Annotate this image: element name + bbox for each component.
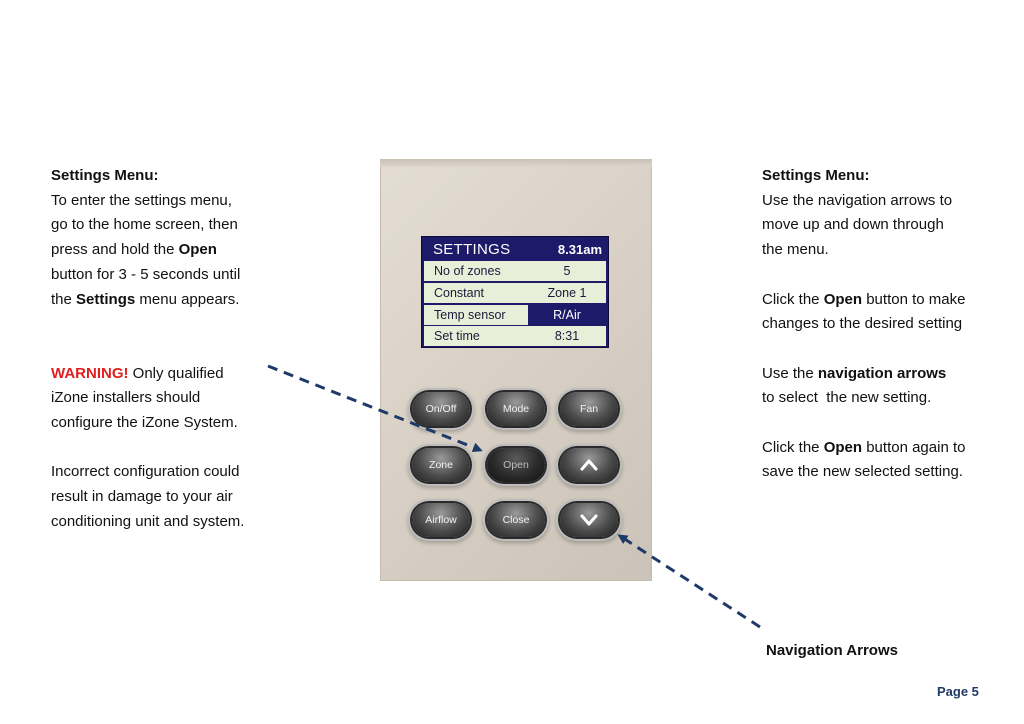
zone-button[interactable]: Zone xyxy=(412,448,470,482)
left-heading: Settings Menu: xyxy=(51,167,159,184)
lcd-menu-item[interactable]: Constant Zone 1 xyxy=(424,283,606,303)
panel-edge xyxy=(380,159,652,167)
lcd-menu-item[interactable]: No of zones 5 xyxy=(424,261,606,281)
fan-button[interactable]: Fan xyxy=(560,392,618,426)
mode-button[interactable]: Mode xyxy=(487,392,545,426)
warning-label: WARNING! xyxy=(51,364,129,382)
down-arrow-button[interactable] xyxy=(560,503,618,537)
lcd-screen: SETTINGS 8.31am No of zones 5 Constant Z… xyxy=(421,236,609,348)
lcd-time: 8.31am xyxy=(557,242,602,257)
lcd-title: SETTINGS xyxy=(433,241,511,258)
incorrect-config-paragraph: Incorrect configuration could result in … xyxy=(51,463,245,530)
page-number: Page 5 xyxy=(937,684,979,699)
up-arrow-button[interactable] xyxy=(560,448,618,482)
left-instructions: Settings Menu: To enter the settings men… xyxy=(51,164,291,535)
navigation-arrows-label: Navigation Arrows xyxy=(766,642,898,659)
open-callout-arrow xyxy=(267,364,483,453)
lcd-menu-item[interactable]: Set time 8:31 xyxy=(424,326,606,346)
onoff-button[interactable]: On/Off xyxy=(412,392,470,426)
left-intro-paragraph: To enter the settings menu, go to the ho… xyxy=(51,191,241,308)
lcd-menu-item-selected[interactable]: Temp sensor R/Air xyxy=(424,305,606,325)
use-arrows-paragraph: Use the navigation arrows to select the … xyxy=(762,364,947,407)
click-open-again-paragraph: Click the Open button again to save the … xyxy=(762,438,966,481)
nav-paragraph: Use the navigation arrows to move up and… xyxy=(762,191,953,259)
nav-callout-arrow xyxy=(617,534,761,629)
lcd-header: SETTINGS 8.31am xyxy=(422,237,608,259)
click-open-paragraph: Click the Open button to make changes to… xyxy=(762,290,966,333)
chevron-up-icon xyxy=(580,459,598,471)
airflow-button[interactable]: Airflow xyxy=(412,503,470,537)
open-button[interactable]: Open xyxy=(487,448,545,482)
controller-panel: SETTINGS 8.31am No of zones 5 Constant Z… xyxy=(380,159,652,581)
close-button[interactable]: Close xyxy=(487,503,545,537)
right-instructions: Settings Menu: Use the navigation arrows… xyxy=(762,164,1002,485)
warning-paragraph: WARNING! Only qualified iZone installers… xyxy=(51,364,238,432)
chevron-down-icon xyxy=(580,514,598,526)
right-heading: Settings Menu: xyxy=(762,167,870,184)
